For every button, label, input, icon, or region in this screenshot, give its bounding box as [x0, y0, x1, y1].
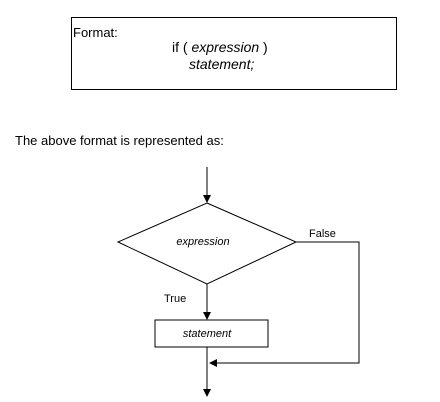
caption-text: The above format is represented as:: [15, 133, 224, 148]
decision-text: expression: [176, 236, 229, 248]
format-box: Format: if ( expression ) statement;: [71, 17, 397, 90]
if-keyword: if (: [172, 39, 188, 55]
statement-line: statement;: [189, 56, 255, 72]
close-paren: ): [263, 39, 268, 55]
false-path: [209, 241, 360, 367]
if-statement-line: if ( expression ): [172, 39, 268, 55]
true-label: True: [164, 293, 186, 305]
statement-text: statement: [183, 328, 232, 340]
expression-placeholder: expression: [191, 39, 260, 55]
format-label: Format:: [73, 25, 118, 40]
false-label: False: [309, 228, 336, 240]
statement-box: [154, 319, 269, 348]
